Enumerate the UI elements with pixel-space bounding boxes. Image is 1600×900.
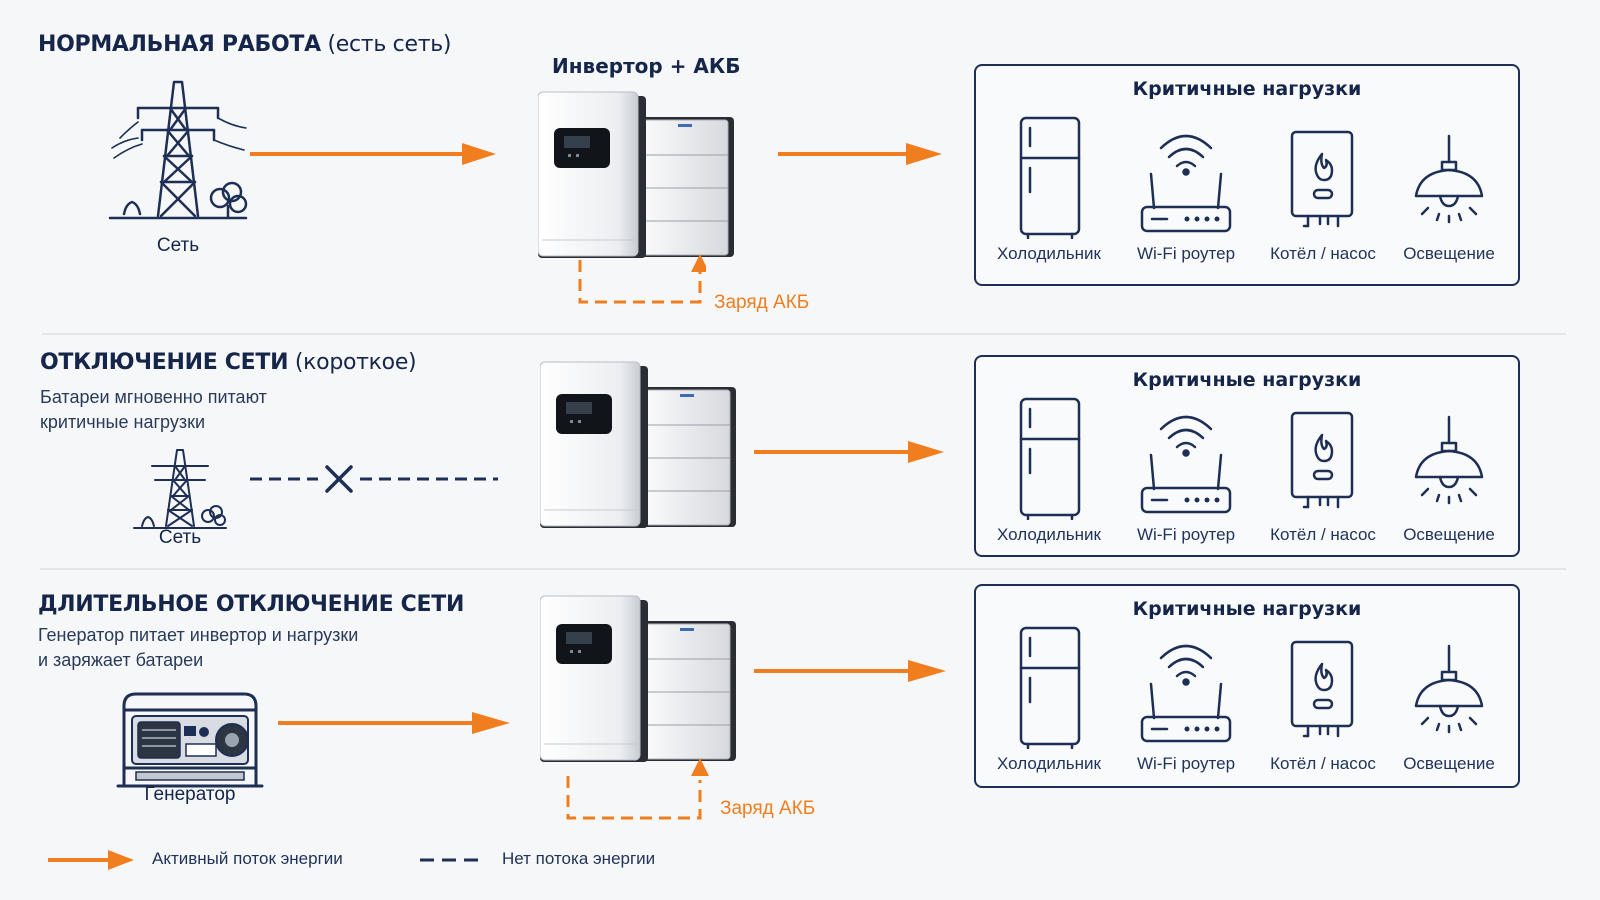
legend-dashed-line-icon (420, 858, 480, 862)
load-label: Холодильник (997, 525, 1101, 544)
critical-loads-title: Критичные нагрузки (1132, 598, 1362, 620)
load-fridge: Холодильник (984, 114, 1114, 264)
load-label: Wi-Fi роутер (1136, 244, 1236, 263)
boiler-icon (1290, 640, 1354, 738)
lamp-icon (1414, 644, 1484, 734)
inverter-battery-unit (538, 91, 734, 258)
load-label: Освещение (1403, 244, 1495, 263)
load-label: Wi-Fi роутер (1136, 754, 1236, 773)
inverter-battery-unit (540, 361, 736, 528)
legend: Активный поток энергии Нет потока энерги… (46, 846, 746, 876)
load-router: Wi-Fi роутер (1121, 395, 1251, 545)
lamp-icon (1414, 415, 1484, 505)
active-flow-arrow (754, 660, 946, 682)
inverter-battery-unit (540, 595, 736, 762)
load-router: Wi-Fi роутер (1121, 114, 1251, 264)
fridge-icon (1019, 116, 1081, 239)
charge-label: Заряд АКБ (714, 292, 810, 313)
load-label: Котёл / насос (1270, 244, 1376, 263)
load-label: Холодильник (997, 754, 1101, 773)
active-flow-arrow (278, 712, 510, 734)
critical-loads-title: Критичные нагрузки (1132, 369, 1362, 391)
charge-loop-arrow (566, 758, 709, 820)
load-router: Wi-Fi роутер (1121, 624, 1251, 774)
power-tower-icon (133, 449, 227, 529)
load-label: Освещение (1403, 525, 1495, 544)
power-tower-icon (108, 80, 248, 220)
section-subtitle: Генератор питает инвертор и нагрузки и з… (38, 625, 359, 670)
boiler-icon (1290, 411, 1354, 509)
load-lamp: Освещение (1384, 624, 1514, 774)
fridge-icon (1019, 397, 1081, 520)
inverter-title: Инвертор + АКБ (552, 54, 741, 78)
grid-label: Сеть (156, 235, 200, 256)
active-flow-arrow (778, 143, 942, 165)
router-icon (1140, 644, 1232, 743)
legend-no-flow-label: Нет потока энергии (502, 849, 656, 868)
section-subtitle: Батареи мгновенно питают критичные нагру… (40, 387, 267, 432)
load-label: Котёл / насос (1270, 525, 1376, 544)
section-title-normal: НОРМАЛЬНАЯ РАБОТА (есть сеть) (38, 32, 452, 57)
generator-label: Генератор (144, 784, 236, 805)
charge-label: Заряд АКБ (720, 798, 816, 819)
no-flow-line (250, 465, 498, 493)
charge-loop-arrow (578, 254, 706, 304)
router-icon (1140, 134, 1232, 233)
load-boiler: Котёл / насос (1258, 624, 1388, 774)
load-lamp: Освещение (1384, 395, 1514, 545)
disconnect-x-icon (325, 465, 353, 493)
load-label: Холодильник (997, 244, 1101, 263)
section-title-short-outage: ОТКЛЮЧЕНИЕ СЕТИ (короткое) (40, 350, 417, 375)
load-boiler: Котёл / насос (1258, 395, 1388, 545)
active-flow-arrow (754, 441, 944, 463)
generator-icon (116, 692, 264, 788)
legend-active-arrow-icon (48, 850, 134, 870)
router-icon (1140, 415, 1232, 514)
section-divider (40, 568, 1566, 570)
grid-label: Сеть (158, 527, 202, 548)
lamp-icon (1414, 134, 1484, 224)
critical-loads-box: Критичные нагрузки Холодильник (974, 584, 1520, 788)
load-label: Котёл / насос (1270, 754, 1376, 773)
critical-loads-box: Критичные нагрузки Холодильник (974, 355, 1520, 557)
boiler-icon (1290, 130, 1354, 228)
load-boiler: Котёл / насос (1258, 114, 1388, 264)
fridge-icon (1019, 626, 1081, 749)
load-label: Wi-Fi роутер (1136, 525, 1236, 544)
critical-loads-title: Критичные нагрузки (1132, 78, 1362, 100)
active-flow-arrow (250, 143, 496, 165)
section-title-long-outage: ДЛИТЕЛЬНОЕ ОТКЛЮЧЕНИЕ СЕТИ (38, 592, 465, 617)
critical-loads-box: Критичные нагрузки Холодильник (974, 64, 1520, 286)
load-fridge: Холодильник (984, 624, 1114, 774)
load-lamp: Освещение (1384, 114, 1514, 264)
load-label: Освещение (1403, 754, 1495, 773)
load-fridge: Холодильник (984, 395, 1114, 545)
legend-active-label: Активный поток энергии (152, 849, 343, 868)
section-divider (42, 333, 1566, 335)
